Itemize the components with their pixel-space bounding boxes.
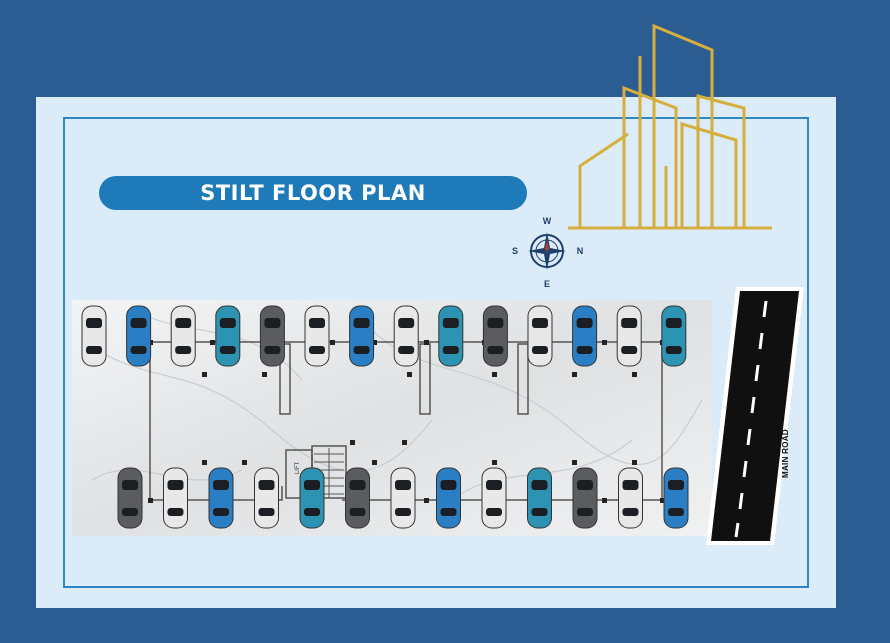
page-title: STILT FLOOR PLAN	[99, 176, 527, 210]
compass-bottom-label: E	[544, 279, 550, 289]
stilt-floor-plan-drawing: LIFT	[72, 300, 712, 536]
parked-car	[438, 305, 464, 367]
parked-car	[117, 467, 143, 529]
parked-car	[126, 305, 152, 367]
building-skyline-icon	[568, 23, 772, 230]
parked-car	[616, 305, 642, 367]
parked-car	[482, 305, 508, 367]
parked-car	[390, 467, 416, 529]
parking-row-bottom	[117, 467, 689, 529]
compass-icon: W S N E	[512, 216, 584, 289]
parked-car	[259, 305, 285, 367]
main-road	[706, 287, 804, 545]
parked-car	[572, 305, 598, 367]
parked-car	[393, 305, 419, 367]
parked-car	[661, 305, 687, 367]
road-label: MAIN ROAD	[781, 429, 790, 478]
parked-car	[208, 467, 234, 529]
parked-car	[170, 305, 196, 367]
plan-frame	[63, 117, 809, 588]
parked-car	[481, 467, 507, 529]
compass-right-label: N	[577, 246, 584, 256]
compass-left-label: S	[512, 246, 518, 256]
parked-car	[572, 467, 598, 529]
parked-car	[527, 305, 553, 367]
parked-car	[663, 467, 689, 529]
parked-car	[618, 467, 643, 529]
parked-car	[527, 467, 552, 529]
compass-top-label: W	[543, 216, 552, 226]
parked-car	[304, 305, 330, 367]
parked-car	[349, 305, 375, 367]
parked-car	[254, 467, 279, 529]
parked-car	[436, 467, 461, 529]
parked-car	[81, 305, 107, 367]
parked-car	[163, 467, 188, 529]
parking-row-top	[81, 305, 687, 367]
parked-car	[215, 305, 241, 367]
parked-car	[345, 467, 370, 529]
parked-car	[299, 467, 325, 529]
lift-label: LIFT	[295, 462, 301, 475]
